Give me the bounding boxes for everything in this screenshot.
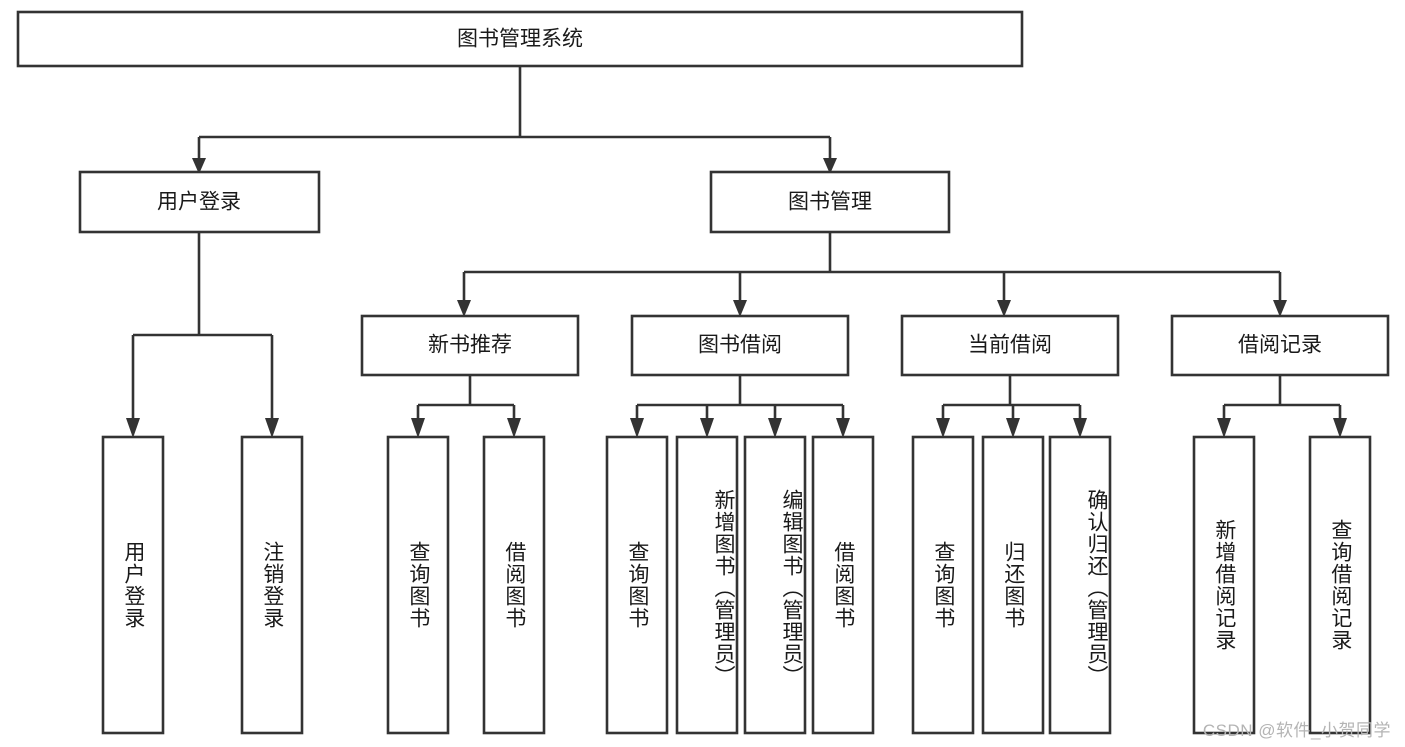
arrow-nbr-leaf-2 bbox=[507, 418, 521, 438]
arrow-tsjy-leaf-3 bbox=[768, 418, 782, 438]
leaf-box-borrow-book-nbr[interactable] bbox=[482, 435, 546, 735]
leaf-box-query-borrow-record[interactable] bbox=[1308, 435, 1372, 735]
node-user-login-box[interactable] bbox=[78, 170, 321, 234]
node-root-label: 图书管理系统 bbox=[457, 28, 583, 51]
node-current-borrow-box[interactable] bbox=[900, 314, 1120, 377]
arrow-dqjy-leaf-1 bbox=[936, 418, 950, 438]
node-user-login[interactable]: 用户登录 bbox=[78, 170, 321, 234]
arrow-to-current-borrow bbox=[997, 300, 1011, 317]
node-root[interactable]: 图书管理系统 bbox=[16, 10, 1024, 68]
leaf-box-confirm-return-admin[interactable] bbox=[1048, 435, 1112, 735]
node-book-management-box[interactable] bbox=[709, 170, 951, 234]
node-book-borrow-box[interactable] bbox=[630, 314, 850, 377]
node-borrow-record-box[interactable] bbox=[1170, 314, 1390, 377]
node-new-book-recommend[interactable]: 新书推荐 bbox=[360, 314, 580, 377]
arrow-tsjy-leaf-1 bbox=[630, 418, 644, 438]
arrow-leaf-user-login bbox=[126, 418, 140, 438]
node-book-borrow[interactable]: 图书借阅 bbox=[630, 314, 850, 377]
leaf-box-user-login[interactable] bbox=[101, 435, 165, 735]
arrow-dqjy-leaf-3 bbox=[1073, 418, 1087, 438]
leaf-box-add-borrow-record[interactable] bbox=[1192, 435, 1256, 735]
leaf-box-query-book-dqjy[interactable] bbox=[911, 435, 975, 735]
node-book-management-label: 图书管理 bbox=[788, 191, 872, 214]
arrow-leaf-logout bbox=[265, 418, 279, 438]
node-root-box[interactable] bbox=[16, 10, 1024, 68]
leaf-box-logout[interactable] bbox=[240, 435, 304, 735]
leaf-box-add-book-admin[interactable] bbox=[675, 435, 739, 735]
arrow-to-borrow-record bbox=[1273, 300, 1287, 317]
arrow-root-to-user-login bbox=[192, 158, 206, 174]
node-current-borrow-label: 当前借阅 bbox=[968, 334, 1052, 357]
csdn-watermark: CSDN @软件_小贺同学 bbox=[1202, 721, 1391, 740]
connector-layer bbox=[126, 66, 1347, 438]
arrow-to-new-book-rec bbox=[457, 300, 471, 317]
leaf-box-layer bbox=[101, 435, 1372, 735]
node-borrow-record[interactable]: 借阅记录 bbox=[1170, 314, 1390, 377]
node-new-book-recommend-label: 新书推荐 bbox=[428, 334, 512, 357]
arrow-jyjl-leaf-1 bbox=[1217, 418, 1231, 438]
arrow-jyjl-leaf-2 bbox=[1333, 418, 1347, 438]
arrow-nbr-leaf-1 bbox=[411, 418, 425, 438]
leaf-box-query-book-nbr[interactable] bbox=[386, 435, 450, 735]
arrow-to-book-borrow bbox=[733, 300, 747, 317]
node-book-management[interactable]: 图书管理 bbox=[709, 170, 951, 234]
arrow-tsjy-leaf-2 bbox=[700, 418, 714, 438]
node-user-login-label: 用户登录 bbox=[157, 191, 241, 214]
arrow-root-to-book-mgmt bbox=[823, 158, 837, 174]
arrow-tsjy-leaf-4 bbox=[836, 418, 850, 438]
node-new-book-recommend-box[interactable] bbox=[360, 314, 580, 377]
leaf-box-edit-book-admin[interactable] bbox=[743, 435, 807, 735]
node-current-borrow[interactable]: 当前借阅 bbox=[900, 314, 1120, 377]
leaf-box-borrow-book-tsjy[interactable] bbox=[811, 435, 875, 735]
leaf-box-return-book[interactable] bbox=[981, 435, 1045, 735]
node-borrow-record-label: 借阅记录 bbox=[1238, 334, 1322, 357]
node-book-borrow-label: 图书借阅 bbox=[698, 334, 782, 357]
arrow-dqjy-leaf-2 bbox=[1006, 418, 1020, 438]
leaf-box-query-book-tsjy[interactable] bbox=[605, 435, 669, 735]
